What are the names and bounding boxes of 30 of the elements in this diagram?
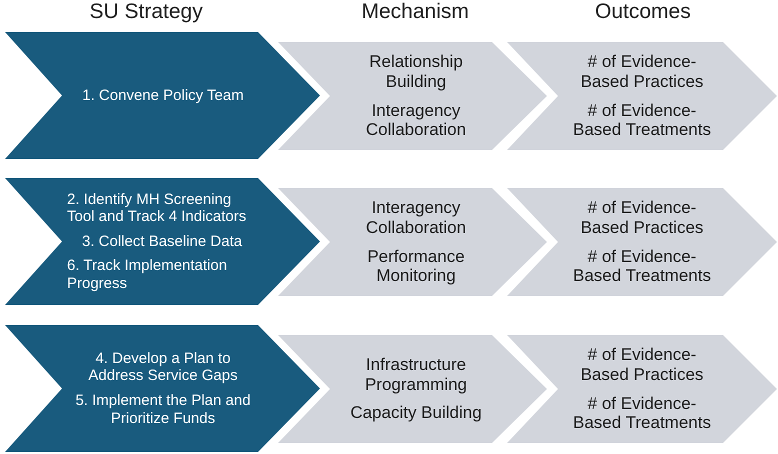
outcome-text: # of Evidence-Based Practices bbox=[580, 198, 704, 238]
mechanism-box bbox=[278, 188, 547, 296]
step-text: 2. Identify MH Screening Tool and Track 4 Indicators bbox=[67, 190, 248, 226]
step-text: 3. Collect Baseline Data bbox=[81, 232, 244, 250]
step-text: 1. Convene Policy Team bbox=[81, 86, 245, 104]
mechanism-box bbox=[278, 335, 547, 443]
strategy-box bbox=[5, 178, 320, 305]
step-text: 6. Track Implementation Progress bbox=[67, 257, 228, 292]
mechanism-text: Interagency Collaboration bbox=[364, 100, 468, 140]
mechanism-text: Infrastructure Programming bbox=[364, 354, 468, 394]
outcome-text: # of Evidence-Based Practices bbox=[580, 52, 704, 92]
mechanism-text: Capacity Building bbox=[349, 403, 483, 424]
mechanism-box bbox=[278, 42, 547, 150]
outcome-box bbox=[507, 42, 777, 150]
outcome-text: # of Evidence-Based Treatments bbox=[572, 246, 712, 286]
mechanism-text: Relationship Building bbox=[368, 52, 464, 92]
outcome-box bbox=[507, 335, 777, 443]
column-heading: SU Strategy bbox=[90, 0, 203, 24]
strategy-box bbox=[5, 325, 320, 452]
mechanism-text: Performance Monitoring bbox=[366, 246, 466, 286]
strategy-box bbox=[5, 32, 320, 159]
step-text: 5. Implement the Plan and Prioritize Funds bbox=[74, 392, 252, 428]
outcome-text: # of Evidence-Based Treatments bbox=[572, 100, 712, 140]
outcome-text: # of Evidence-Based Treatments bbox=[572, 394, 712, 434]
outcome-box bbox=[507, 188, 777, 296]
outcome-text: # of Evidence-Based Practices bbox=[580, 344, 704, 384]
step-text: 4. Develop a Plan to Address Service Gaps bbox=[87, 350, 239, 385]
column-heading: Mechanism bbox=[362, 0, 469, 24]
column-heading: Outcomes bbox=[595, 0, 691, 24]
mechanism-text: Interagency Collaboration bbox=[364, 198, 468, 238]
